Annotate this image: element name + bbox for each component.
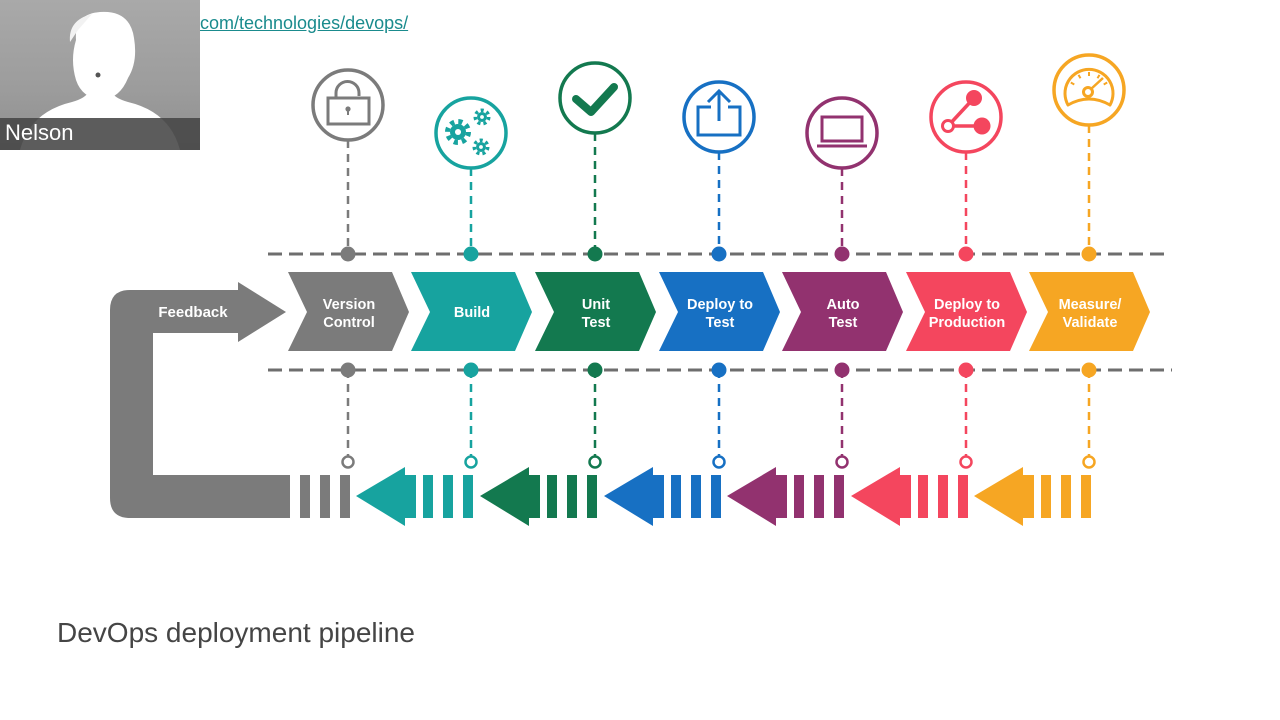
upper-timeline-dot [834,246,850,262]
stage-label: Measure/ [1059,297,1122,313]
laptop-icon [817,115,867,148]
lower-timeline-dot [711,362,727,378]
return-arrow-bar [814,475,824,518]
stage-chevron [659,272,780,351]
upload-icon [696,88,742,137]
return-arrow-head [851,467,911,526]
participant-name: Nelson [5,120,74,145]
stage-chevron [906,272,1027,351]
stage-label: Version [323,297,375,313]
slide-caption: DevOps deployment pipeline [57,617,415,648]
return-arrow-bar [423,475,433,518]
speedometer-icon [1063,67,1115,107]
stage-chevron [782,272,903,351]
checkmark-icon [572,83,618,116]
stage-chevron [535,272,656,351]
feedback-label: Feedback [158,304,228,321]
lower-timeline-dot [1081,362,1097,378]
stage-chevron [411,272,532,351]
return-anchor-ring [1082,455,1096,469]
icon-badge [1052,53,1126,127]
stage-build: Build [356,96,532,526]
stage-chevron [1029,272,1150,351]
lower-timeline-dot [340,362,356,378]
return-arrow-head [480,467,540,526]
stage-label: Auto [826,297,859,313]
icon-badge [929,80,1003,154]
upper-timeline-dot [463,246,479,262]
stage-deploy-to-test: Deploy to Test [604,80,780,526]
stage-chevron [288,272,409,351]
stage-label: Build [454,305,490,321]
return-anchor-ring [341,455,355,469]
return-arrow-bar [834,475,844,518]
participant-video-tile[interactable]: Nelson [0,0,200,150]
share-icon [941,90,991,135]
return-arrow-bar [320,475,330,518]
return-arrow-bar [671,475,681,518]
stage-deploy-to-production: Deploy to Production [851,80,1027,526]
return-anchor-ring [712,455,726,469]
icon-badge [558,61,632,135]
return-arrow-head [727,467,787,526]
stage-label: Test [829,315,858,331]
return-arrow-head [604,467,664,526]
stage-label: Deploy to [687,297,753,313]
stage-measure-validate: Measure/Validate [974,53,1150,526]
return-arrow-bar [711,475,721,518]
lower-timeline-dot [463,362,479,378]
return-arrow-bar [567,475,577,518]
return-arrow-bar [443,475,453,518]
upper-timeline-dot [711,246,727,262]
lower-timeline-dot [958,362,974,378]
unlock-icon [326,80,371,126]
icon-badge [434,96,508,170]
stage-label: Validate [1063,315,1118,331]
return-arrow-head [974,467,1034,526]
participant-name-bar: Nelson [0,118,200,150]
return-anchor-ring [464,455,478,469]
feedback-loop-arrow [110,282,290,518]
return-arrow-bar [794,475,804,518]
return-arrow-bar [938,475,948,518]
upper-timeline-dot [587,246,603,262]
upper-timeline-dot [958,246,974,262]
lower-timeline-dot [587,362,603,378]
return-arrow-bar [340,475,350,518]
source-url-link[interactable]: com/technologies/devops/ [200,13,409,33]
stage-label: Unit [582,297,610,313]
lower-timeline-dot [834,362,850,378]
return-arrow-bar [918,475,928,518]
return-arrow-bar [1041,475,1051,518]
return-arrow-bar [587,475,597,518]
return-anchor-ring [835,455,849,469]
upper-timeline-dot [1081,246,1097,262]
return-arrow-bar [547,475,557,518]
stage-label: Control [323,315,375,331]
upper-timeline-dot [340,246,356,262]
return-arrow-head [356,467,416,526]
icon-badge [805,96,879,170]
return-arrow-bar [1081,475,1091,518]
return-arrow-bar [691,475,701,518]
return-anchor-ring [959,455,973,469]
return-anchor-ring [588,455,602,469]
stage-label: Deploy to [934,297,1000,313]
return-arrow-bar [300,475,310,518]
gears-icon [445,108,491,156]
stage-label: Test [582,315,611,331]
return-arrow-bar [463,475,473,518]
stage-label: Test [706,315,735,331]
return-arrow-bar [1061,475,1071,518]
return-arrow-bar [958,475,968,518]
stage-label: Production [929,315,1006,331]
